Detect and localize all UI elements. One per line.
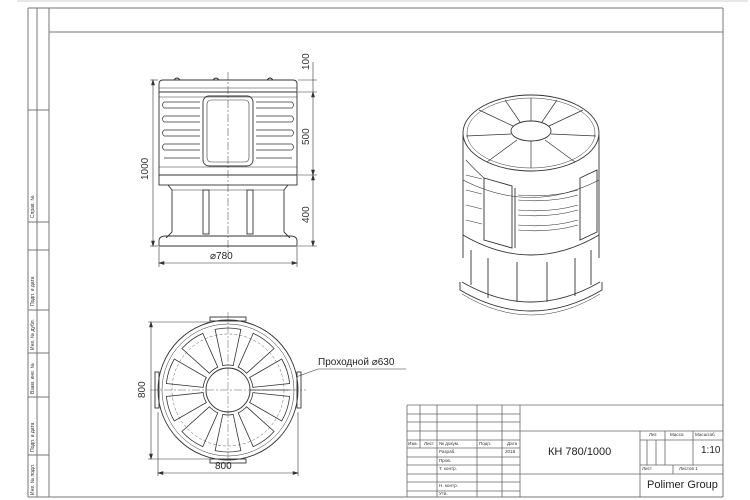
title-block-lines [406, 404, 723, 497]
side-view [158, 72, 298, 252]
callout-passage-diameter: Проходной ⌀630 [318, 357, 395, 368]
tb-header-doc-no: № докум. [439, 441, 460, 446]
top-view-dimensions [148, 320, 406, 476]
stamp-orig-inv-no: Инв. № подл. [30, 463, 36, 495]
tb-company: Polimer Group [647, 479, 718, 491]
tb-sheet-label: Лист [642, 466, 652, 471]
tb-scale-value: 1:10 [701, 445, 721, 456]
dim-top-view-width: 800 [215, 461, 232, 472]
tb-role-checked: Пров. [439, 458, 452, 463]
isometric-view [459, 94, 603, 316]
tb-header-date: Дата [507, 441, 518, 446]
tb-header-izm: Изм. [408, 441, 418, 446]
tb-designation: КН 780/1000 [548, 446, 612, 458]
top-view [150, 312, 306, 468]
tb-header-list: Лист [424, 441, 434, 446]
dim-overall-height: 1000 [140, 157, 151, 180]
stamp-sign-date-2: Подп. и дата [30, 422, 36, 452]
tb-role-developed: Разраб. [439, 449, 456, 454]
dim-diameter: ⌀780 [210, 251, 233, 262]
tb-role-approved: Утв. [439, 491, 448, 496]
stamp-sign-date-1: Подп. и дата [30, 276, 36, 306]
dim-bottom-section: 400 [301, 206, 312, 223]
tb-scale-label: Масштаб [695, 432, 715, 437]
dim-top-view-height: 800 [137, 381, 148, 398]
side-view-dimensions [150, 62, 317, 267]
tb-header-sign: Подп. [479, 441, 492, 446]
stamp-ref-no: Справ. № [30, 195, 36, 218]
dim-top-section: 100 [301, 53, 312, 70]
sheet-frame [27, 7, 724, 498]
top-view-segments [165, 327, 291, 453]
tb-lit-label: Лит. [649, 432, 658, 437]
stamp-replace-inv-no: Взам. инв. № [30, 363, 36, 394]
dim-middle-section: 500 [301, 128, 312, 145]
stamp-dup-inv-no: Инв. № дубл. [30, 319, 36, 350]
tb-mass-label: Масса [670, 432, 684, 437]
tb-date-developed: 2018 [505, 449, 516, 454]
tb-role-tech-control: Т. контр. [439, 466, 457, 471]
tb-role-norm-control: Н. контр. [439, 483, 458, 488]
tb-sheets-label: Листов 1 [679, 466, 698, 471]
